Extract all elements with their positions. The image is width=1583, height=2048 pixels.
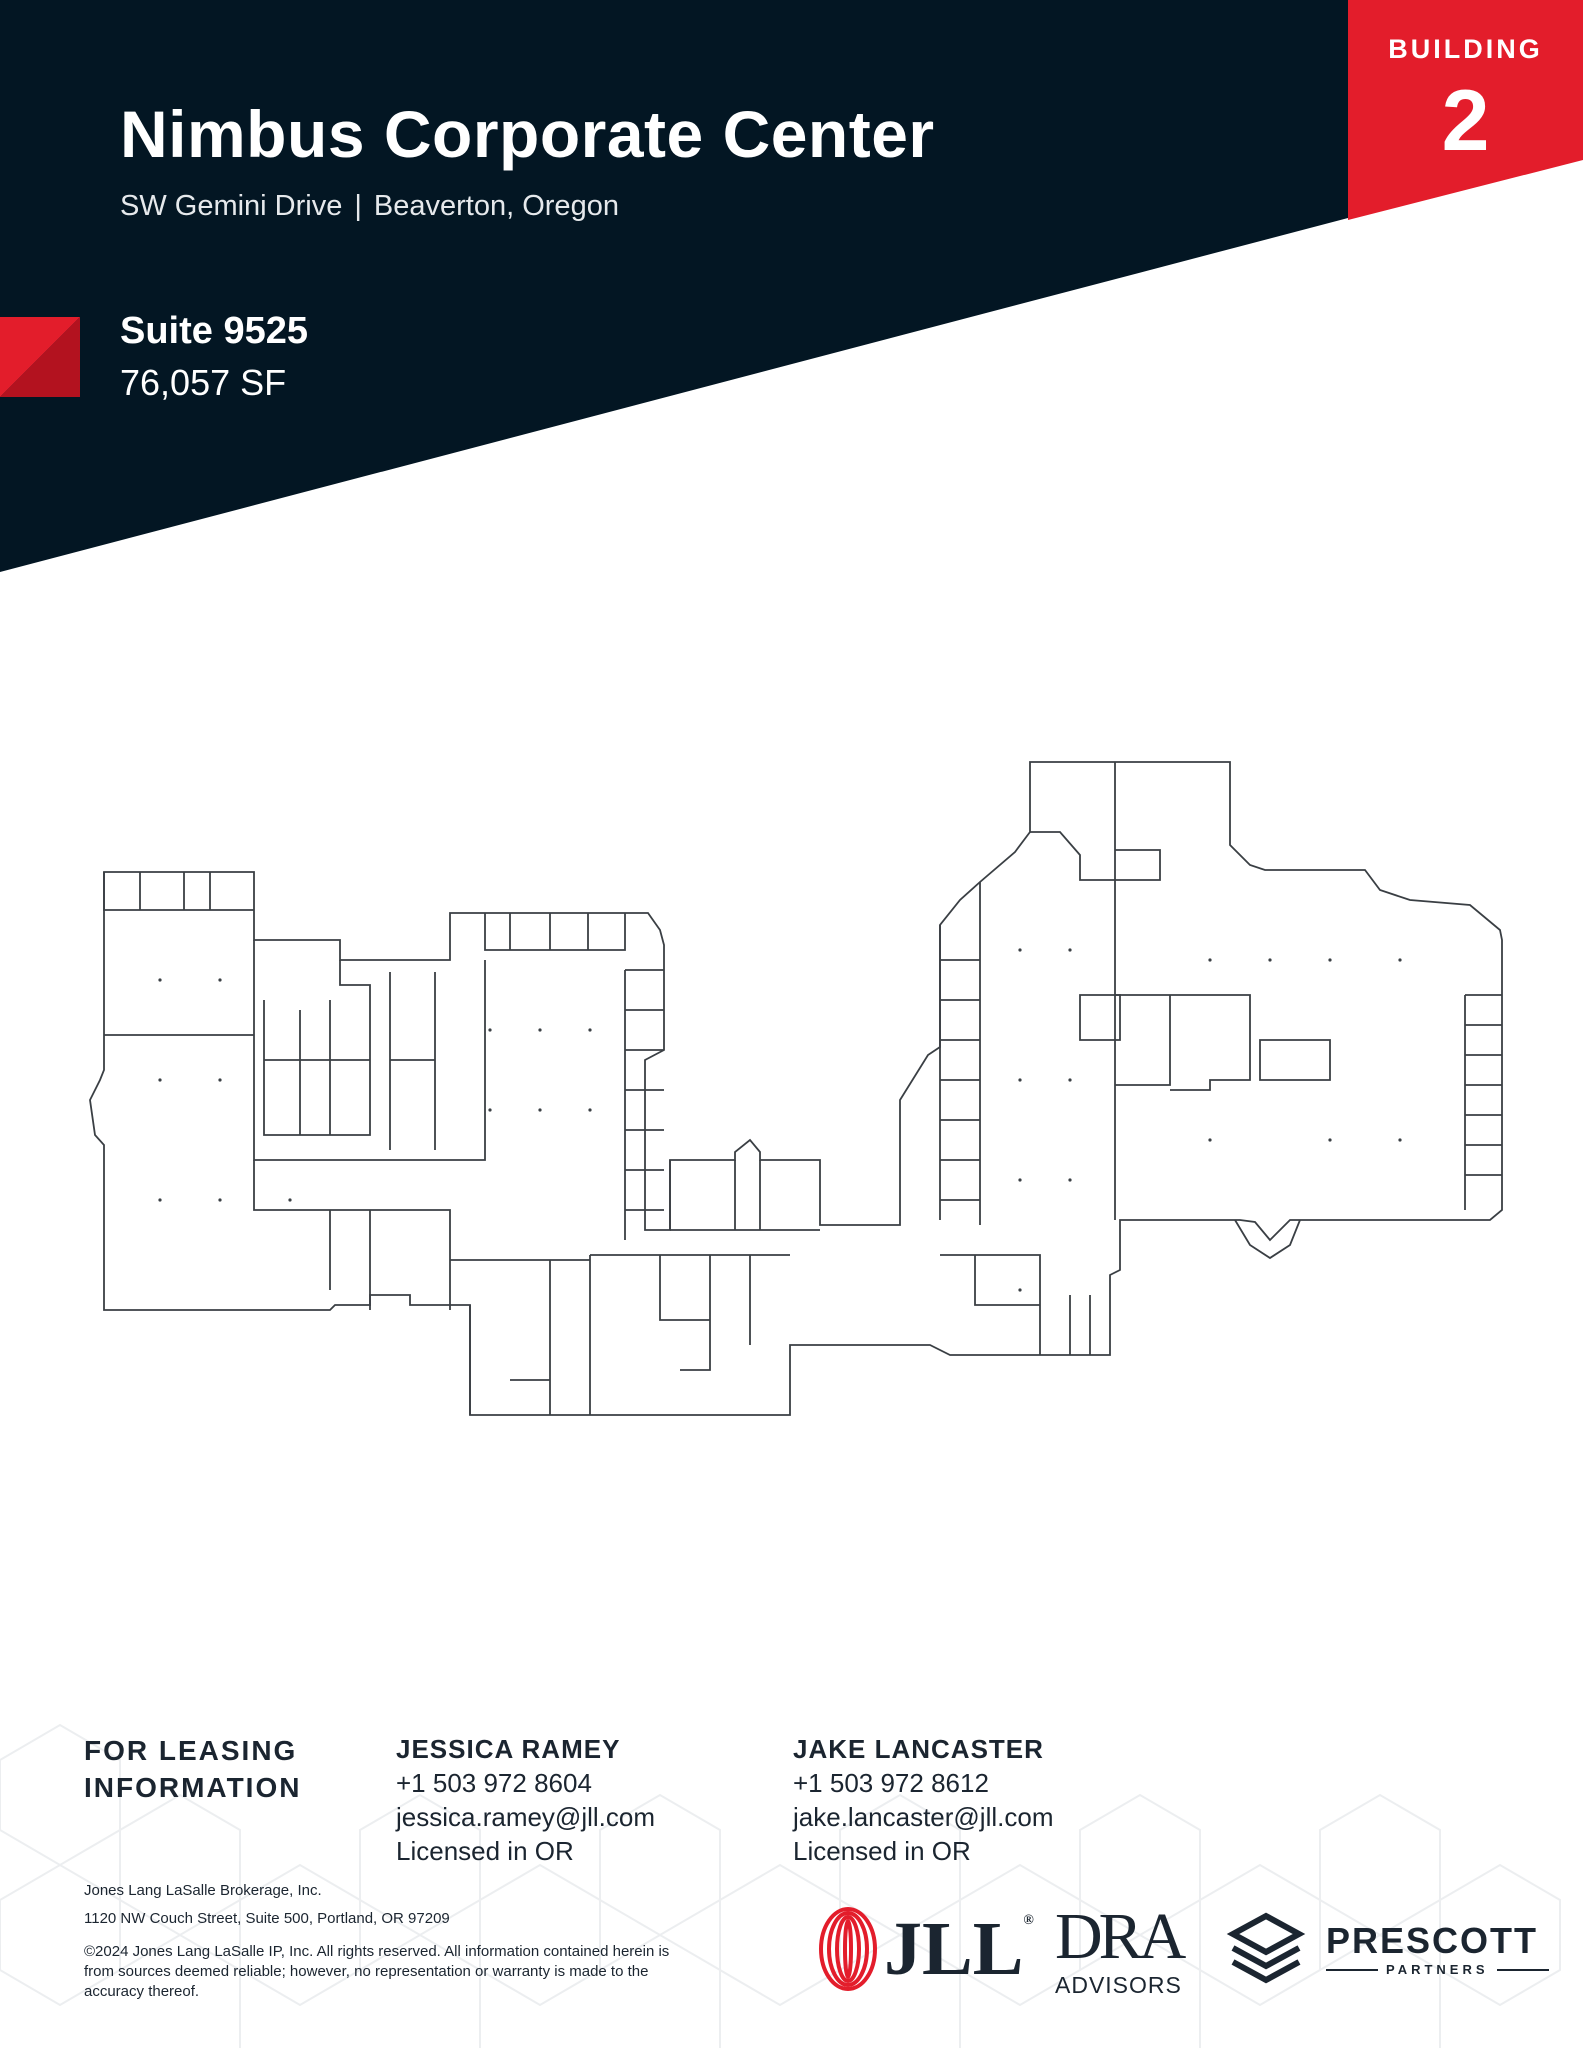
dra-wordmark: DRA bbox=[1055, 1900, 1186, 1973]
company-address: 1120 NW Couch Street, Suite 500, Portlan… bbox=[84, 1910, 450, 1927]
address-separator: | bbox=[354, 190, 362, 222]
plan-right-restrooms bbox=[1115, 994, 1251, 1091]
suite-marker-darkred bbox=[0, 317, 80, 397]
suite-number: Suite 9525 bbox=[120, 310, 308, 352]
leasing-heading: FOR LEASING INFORMATION bbox=[84, 1732, 344, 1806]
property-title: Nimbus Corporate Center bbox=[120, 97, 935, 171]
prescott-logo-icon bbox=[1226, 1912, 1306, 1984]
jll-logo-icon bbox=[819, 1907, 877, 1991]
plan-left-core bbox=[253, 940, 486, 1161]
prescott-rule-left bbox=[1326, 1968, 1378, 1971]
street-name: SW Gemini Drive bbox=[120, 190, 343, 222]
floor-plan bbox=[89, 761, 1503, 1416]
company-name: Jones Lang LaSalle Brokerage, Inc. bbox=[84, 1882, 322, 1899]
plan-center-restrooms bbox=[589, 1254, 790, 1415]
jll-wordmark: JLL bbox=[884, 1907, 1024, 1991]
building-number: 2 bbox=[1441, 73, 1490, 169]
plan-column-dots bbox=[158, 948, 1402, 1292]
contact-license: Licensed in OR bbox=[396, 1836, 574, 1866]
prescott-sub-row: PARTNERS bbox=[1326, 1962, 1549, 1977]
header-navy-band bbox=[0, 0, 1348, 572]
prescott-wordmark: PRESCOTT bbox=[1326, 1920, 1539, 1961]
plan-south-rooms bbox=[450, 1259, 590, 1415]
contact-card: JESSICA RAMEY +1 503 972 8604 jessica.ra… bbox=[396, 1732, 655, 1868]
prescott-subtext: PARTNERS bbox=[1386, 1962, 1489, 1977]
plan-right-east-offices bbox=[1464, 994, 1502, 1210]
dra-subtext: ADVISORS bbox=[1055, 1972, 1182, 1998]
contact-email[interactable]: jake.lancaster@jll.com bbox=[793, 1802, 1054, 1832]
contact-license: Licensed in OR bbox=[793, 1836, 971, 1866]
disclaimer: ©2024 Jones Lang LaSalle IP, Inc. All ri… bbox=[84, 1942, 669, 2002]
disclaimer-line: accuracy thereof. bbox=[84, 1983, 200, 2000]
contact-email[interactable]: jessica.ramey@jll.com bbox=[396, 1802, 655, 1832]
plan-left-open bbox=[104, 1034, 451, 1310]
plan-right-shaft bbox=[1079, 994, 1121, 1041]
property-address: SW Gemini Drive | Beaverton, Oregon bbox=[120, 190, 619, 223]
plan-left-east-offices bbox=[624, 969, 664, 1240]
suite-area: 76,057 SF bbox=[120, 362, 287, 403]
contact-card: JAKE LANCASTER +1 503 972 8612 jake.lanc… bbox=[793, 1732, 1053, 1868]
disclaimer-line: ©2024 Jones Lang LaSalle IP, Inc. All ri… bbox=[84, 1943, 670, 1960]
plan-left-office-row bbox=[103, 872, 254, 911]
contact-phone[interactable]: +1 503 972 8612 bbox=[793, 1768, 989, 1798]
plan-left-conference bbox=[389, 972, 436, 1150]
contact-name: JAKE LANCASTER bbox=[793, 1734, 1044, 1764]
plan-left-wing bbox=[89, 761, 1503, 1416]
leasing-heading-line2: INFORMATION bbox=[84, 1772, 302, 1803]
building-badge-background bbox=[1348, 0, 1583, 220]
jll-logo-text: JLL® bbox=[884, 1906, 1034, 1992]
prescott-rule-right bbox=[1496, 1968, 1549, 1971]
plan-center-lobby bbox=[669, 1160, 820, 1231]
prescott-logo: PRESCOTT PARTNERS bbox=[1326, 1922, 1549, 1977]
plan-right-tower bbox=[939, 882, 981, 1225]
building-label: BUILDING bbox=[1388, 34, 1543, 64]
contact-name: JESSICA RAMEY bbox=[396, 1734, 621, 1764]
registered-mark: ® bbox=[1023, 1913, 1034, 1928]
plan-right-toilets bbox=[1259, 1039, 1331, 1081]
contact-phone[interactable]: +1 503 972 8604 bbox=[396, 1768, 592, 1798]
leasing-heading-line1: FOR LEASING bbox=[84, 1735, 298, 1766]
plan-right-central-column bbox=[1030, 762, 1161, 1220]
plan-left-perimeter-offices bbox=[484, 913, 626, 951]
dra-logo: DRA ADVISORS bbox=[1055, 1900, 1186, 1999]
plan-right-entry bbox=[1234, 1219, 1301, 1260]
plan-right-south-offices bbox=[940, 1254, 1091, 1355]
disclaimer-line: from sources deemed reliable; however, n… bbox=[84, 1963, 649, 1980]
city-state: Beaverton, Oregon bbox=[373, 190, 619, 222]
